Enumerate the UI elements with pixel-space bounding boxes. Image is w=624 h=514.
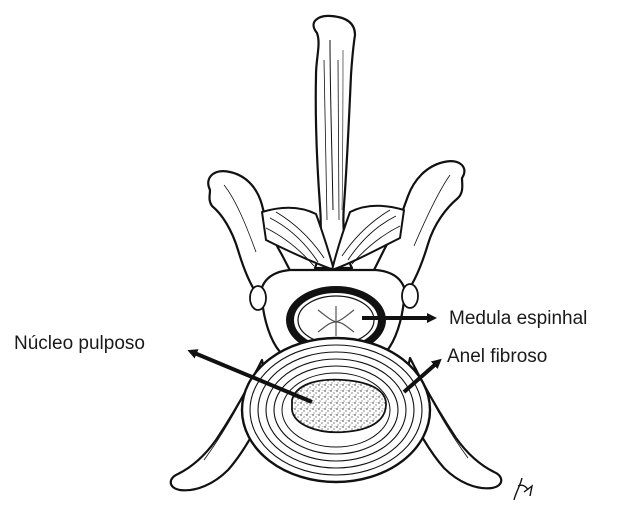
label-nucleo-pulposo: Núcleo pulposo <box>14 334 145 353</box>
label-medula-espinhal: Medula espinhal <box>449 309 587 328</box>
label-anel-fibroso: Anel fibroso <box>447 347 547 366</box>
nucleus-pulposus-shape <box>292 380 386 433</box>
artist-signature <box>514 478 532 500</box>
